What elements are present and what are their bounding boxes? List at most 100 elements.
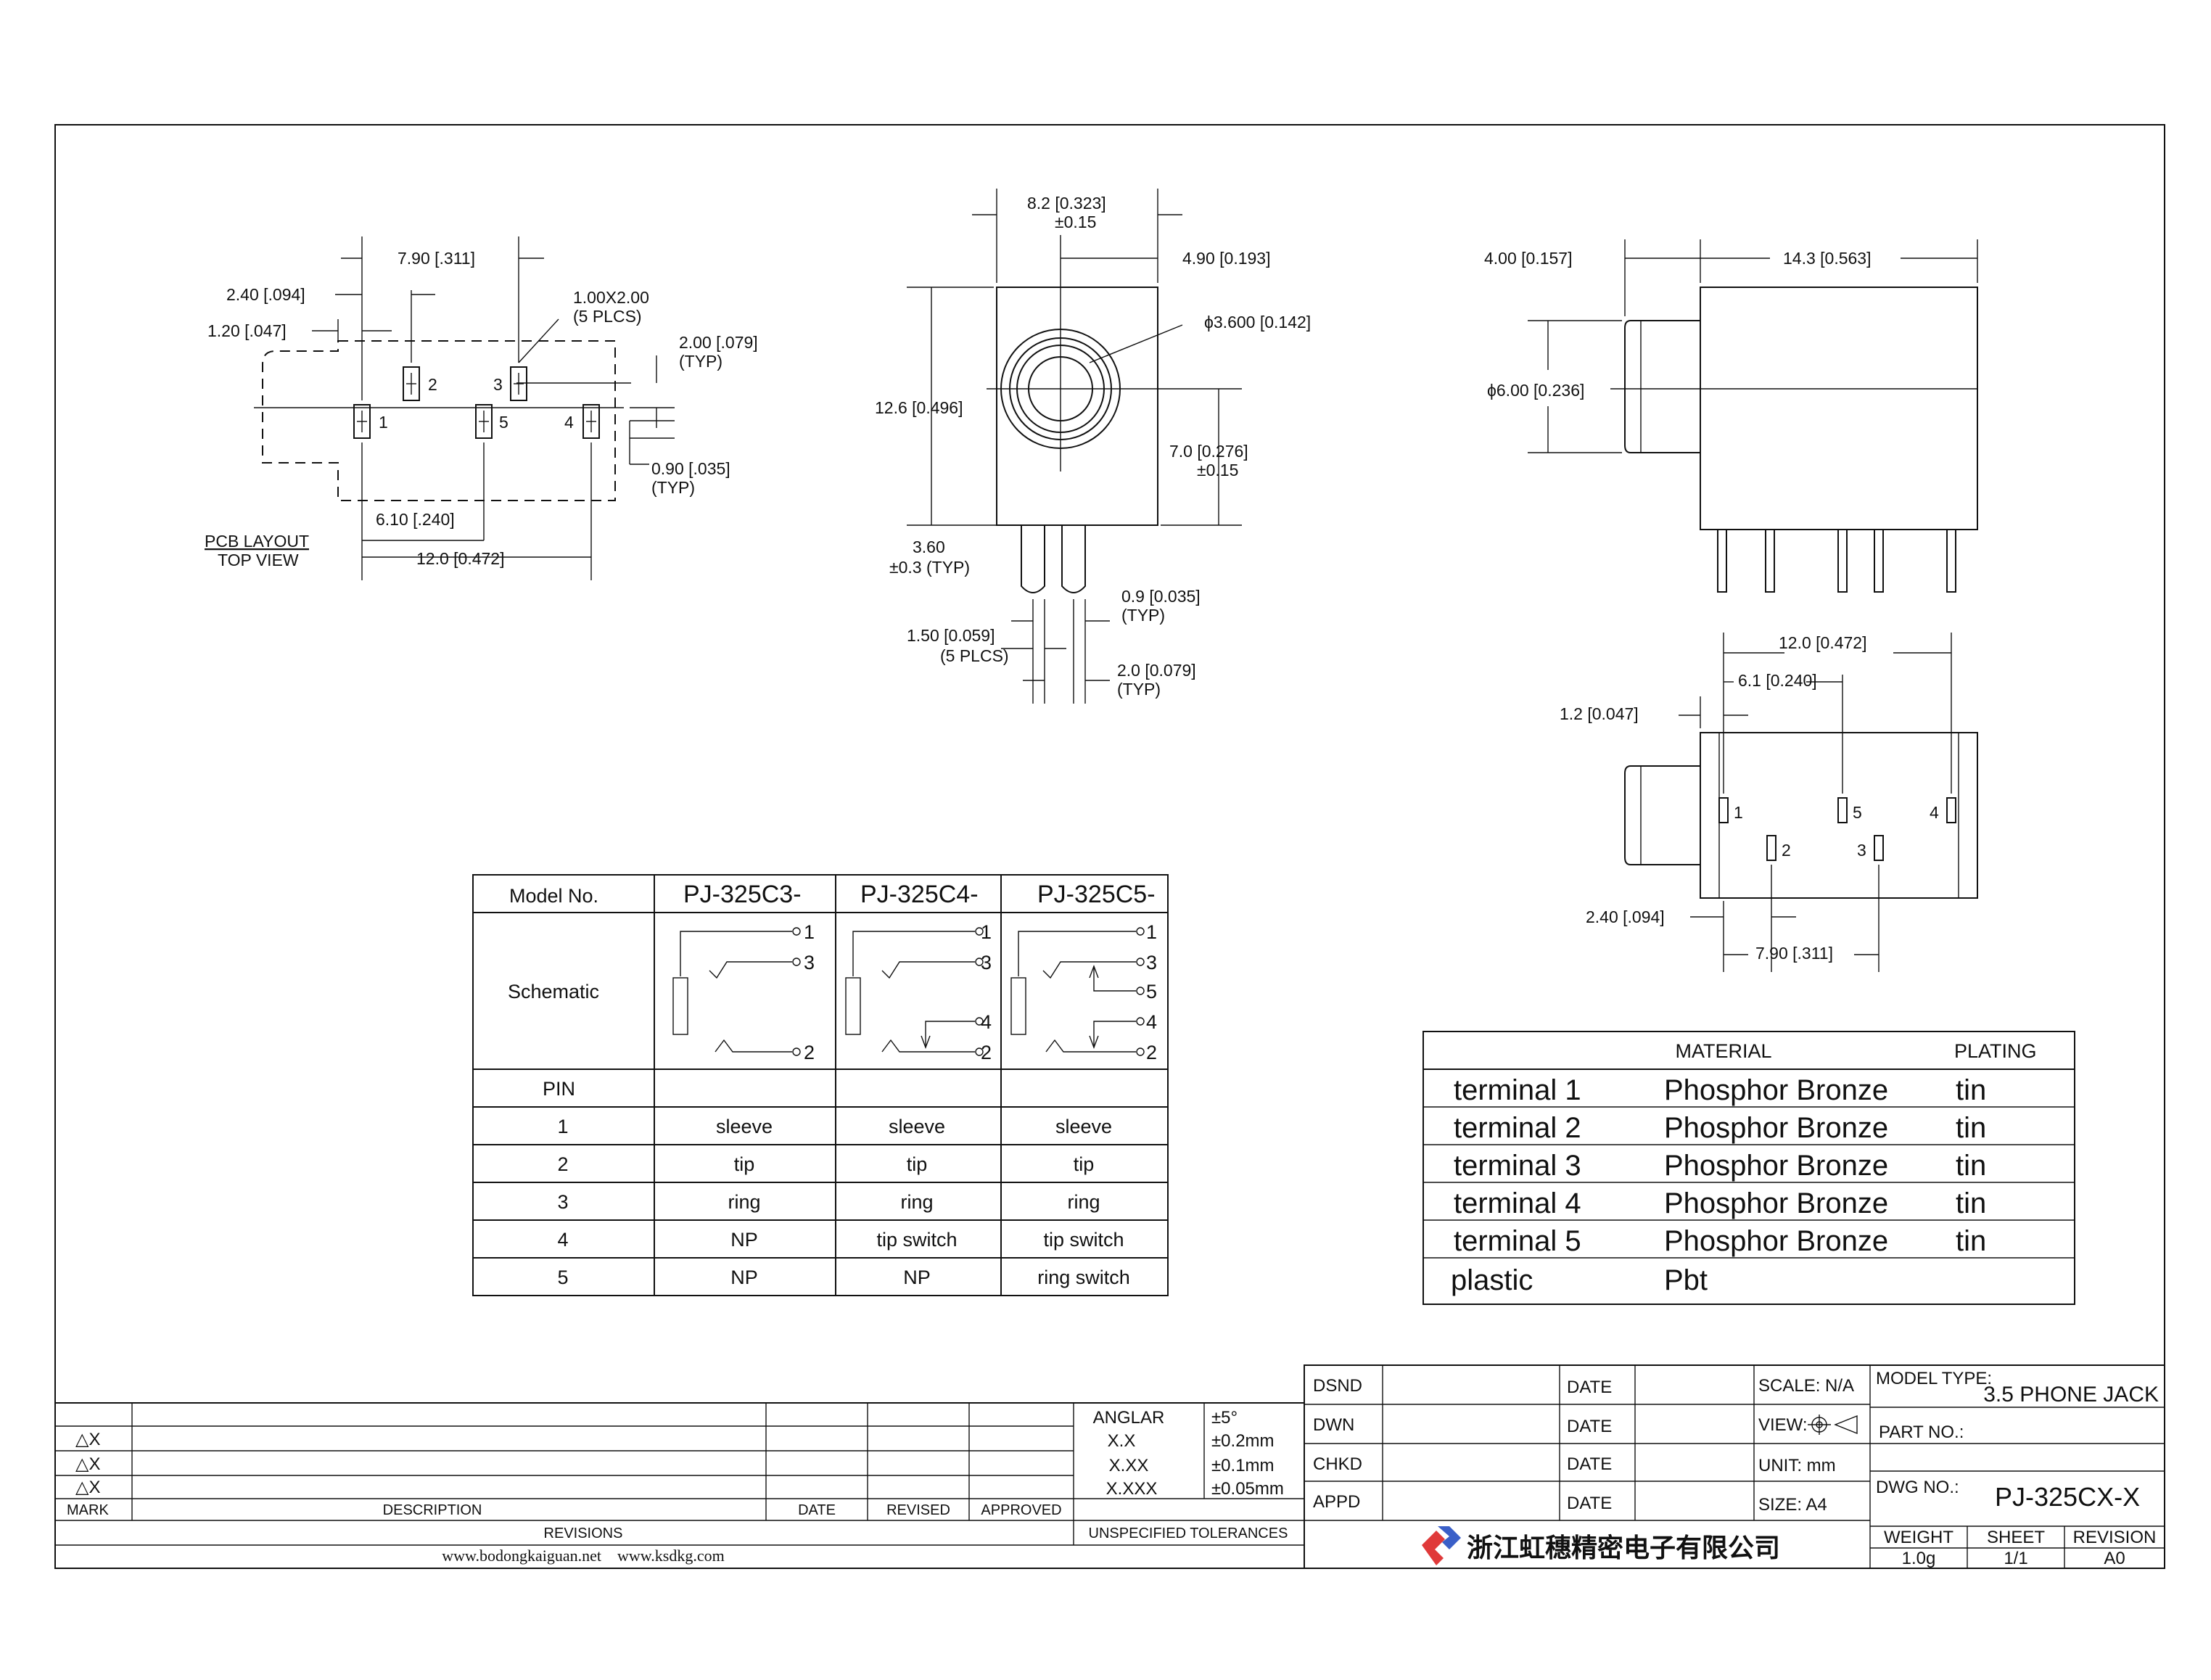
pcb-pad-5 [475, 404, 493, 439]
front-dim-490: 4.90 [0.193] [1182, 249, 1271, 268]
front-dim-360-tol: ±0.3 (TYP) [889, 558, 970, 577]
front-dim-09: 0.9 [0.035] [1121, 587, 1201, 606]
tb-dsnd: DSND [1313, 1376, 1362, 1396]
material-cell: terminal 5 [1454, 1225, 1581, 1257]
pcb-dim-total: 12.0 [0.472] [416, 549, 505, 568]
material-cell: tin [1956, 1225, 1986, 1257]
tb-dwg-no-label: DWG NO.: [1876, 1478, 1959, 1497]
website-text: www.bodongkaiguan.net www.ksdkg.com [442, 1547, 724, 1565]
schematic-c3: 1 3 2 [672, 921, 815, 1063]
schematic-pin: 2 [1146, 1042, 1157, 1063]
side-dim-143: 14.3 [0.563] [1783, 249, 1872, 268]
pcb-dim-790: 7.90 [.311] [398, 249, 475, 268]
pcb-pad-4 [582, 404, 600, 439]
pin-label: PIN [543, 1078, 575, 1100]
title-block: DSND DWN CHKD APPD DATE DATE DATE DATE S… [1304, 1364, 2165, 1569]
bottom-dim-120: 12.0 [0.472] [1779, 633, 1867, 652]
schematic-label: Schematic [508, 981, 599, 1002]
pcb-pad-1 [353, 404, 371, 439]
tolerance-key: ANGLAR [1093, 1408, 1165, 1428]
pin-cell: tip [734, 1153, 755, 1175]
revisions-title: REVISIONS [544, 1525, 623, 1541]
pcb-layout-title: PCB LAYOUT [205, 532, 309, 551]
material-cell: Phosphor Bronze [1664, 1150, 1888, 1182]
bottom-view: 1 5 4 2 3 12.0 [0.472] 6.1 [0.240] 1.2 [… [1560, 633, 1978, 972]
tb-appd: APPD [1313, 1492, 1360, 1512]
material-cell: Phosphor Bronze [1664, 1187, 1888, 1219]
bottom-dim-240: 2.40 [.094] [1586, 907, 1665, 926]
bottom-pin-label: 3 [1857, 841, 1866, 860]
pin-cell: ring switch [1037, 1267, 1130, 1288]
bottom-pin-label: 2 [1782, 841, 1791, 860]
pin-cell: NP [903, 1267, 931, 1288]
tolerance-key: X.X [1108, 1431, 1136, 1451]
tb-dwg-no-value: PJ-325CX-X [1995, 1482, 2140, 1512]
col-approved: APPROVED [981, 1502, 1061, 1518]
bottom-dim-61: 6.1 [0.240] [1738, 671, 1817, 690]
tb-size: SIZE: A4 [1758, 1495, 1827, 1515]
tb-weight-label: WEIGHT [1884, 1528, 1953, 1547]
tb-chkd: CHKD [1313, 1454, 1362, 1474]
front-dim-20: 2.0 [0.079] [1117, 661, 1196, 680]
bottom-pin-label: 4 [1930, 803, 1939, 822]
material-cell: Pbt [1664, 1264, 1708, 1296]
pcb-pin-label: 4 [564, 413, 574, 432]
tolerance-key: X.XX [1109, 1456, 1149, 1475]
company-name: 浙江虹穗精密电子有限公司 [1467, 1533, 1780, 1562]
schematic-pin: 4 [981, 1011, 992, 1033]
schematic-c5: 1 3 5 4 2 [1010, 921, 1157, 1063]
pin-cell: tip [907, 1153, 928, 1175]
tb-dwn: DWN [1313, 1415, 1354, 1435]
schematic-pin: 1 [1146, 921, 1157, 943]
pin-cell: 3 [557, 1191, 568, 1213]
bottom-pin-label: 5 [1853, 803, 1862, 822]
pcb-pin-label: 5 [499, 413, 509, 432]
tolerance-value: ±0.1mm [1211, 1456, 1275, 1475]
pin-cell: 4 [557, 1229, 568, 1251]
pcb-pin-label: 3 [493, 375, 503, 394]
pin-cell: 5 [557, 1267, 568, 1288]
pin-cell: 1 [557, 1116, 568, 1137]
tb-model-type-value: 3.5 PHONE JACK [1983, 1383, 2159, 1407]
tb-view: VIEW: [1758, 1415, 1808, 1435]
model-table-header: PJ-325C3- [683, 881, 802, 908]
revision-mark: △X [75, 1478, 100, 1497]
pcb-dim-pad-count: (5 PLCS) [573, 307, 642, 326]
bottom-dim-12: 1.2 [0.047] [1560, 704, 1639, 723]
pcb-layout-view: 1 2 3 4 5 7.90 [.311] 2.40 [.094] 1.20 [… [205, 236, 758, 580]
material-cell: plastic [1451, 1264, 1533, 1296]
col-description: DESCRIPTION [383, 1502, 482, 1518]
front-dim-82-tol: ±0.15 [1055, 213, 1096, 231]
drawing-frame [54, 124, 2165, 1569]
tb-sheet-label: SHEET [1987, 1528, 2045, 1547]
material-cell: Phosphor Bronze [1664, 1074, 1888, 1106]
tb-sheet-value: 1/1 [2004, 1549, 2027, 1568]
material-cell: Phosphor Bronze [1664, 1112, 1888, 1144]
tb-model-type-label: MODEL TYPE: [1876, 1369, 1992, 1388]
pcb-dim-090-typ: (TYP) [651, 478, 695, 497]
model-table-header: PJ-325C4- [860, 881, 979, 908]
side-view: 4.00 [0.157] 14.3 [0.563] ϕ6.00 [0.236] [1484, 239, 1978, 593]
schematic-pin: 2 [804, 1042, 815, 1063]
pin-cell: NP [730, 1267, 758, 1288]
pcb-pin-label: 2 [428, 375, 437, 394]
tb-revision-value: A0 [2104, 1549, 2125, 1568]
material-cell: terminal 2 [1454, 1112, 1581, 1144]
pin-cell: 2 [557, 1153, 568, 1175]
material-cell: terminal 3 [1454, 1150, 1581, 1182]
side-dim-400: 4.00 [0.157] [1484, 249, 1573, 268]
pcb-dim-240: 2.40 [.094] [226, 285, 305, 304]
pin-cell: sleeve [1055, 1116, 1112, 1137]
tb-revision-label: REVISION [2073, 1528, 2157, 1547]
front-dim-70: 7.0 [0.276] [1169, 442, 1248, 461]
col-date: DATE [798, 1502, 836, 1518]
schematic-pin: 1 [804, 921, 815, 943]
tolerance-value: ±0.2mm [1211, 1431, 1275, 1451]
tb-scale: SCALE: N/A [1758, 1376, 1854, 1396]
model-table: Model No. PJ-325C3- PJ-325C4- PJ-325C5- … [472, 874, 1169, 1296]
material-cell: tin [1956, 1187, 1986, 1219]
schematic-pin: 3 [981, 952, 992, 973]
pin-cell: tip switch [1043, 1229, 1124, 1251]
bottom-pin-label: 1 [1734, 803, 1743, 822]
